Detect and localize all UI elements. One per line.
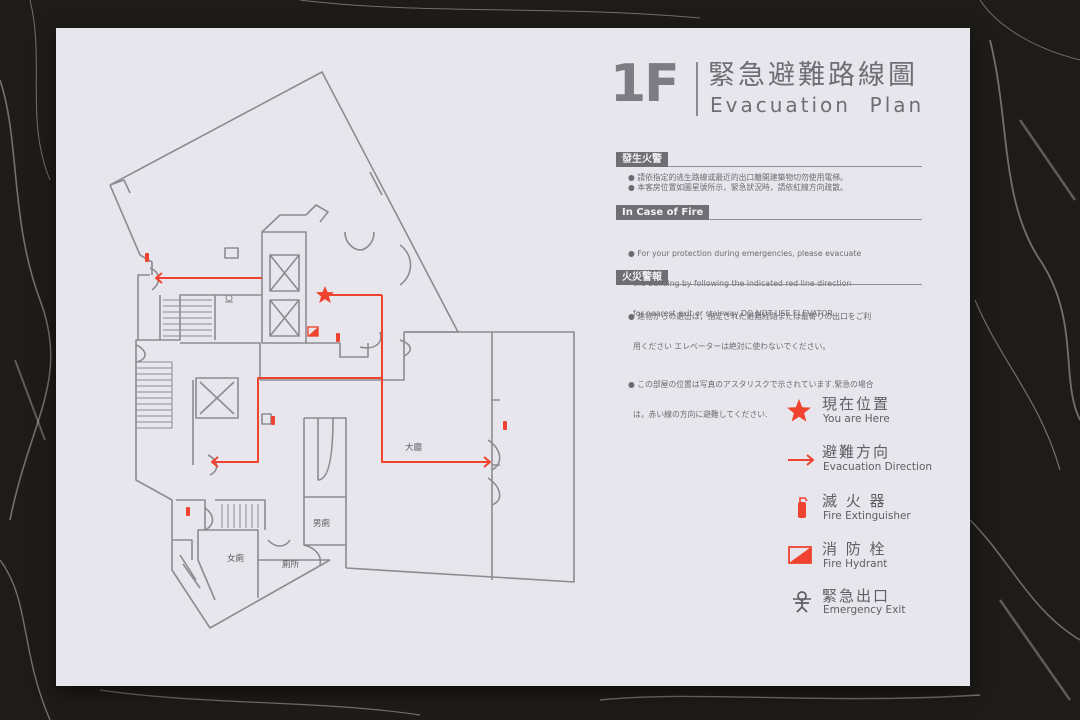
section-text-fire-zh: ● 請依指定的逃生路線或最近的出口離開建築物切勿使用電梯。 ● 本客房位置如圖星… <box>628 173 848 192</box>
legend-fire-hydrant-en: Fire Hydrant <box>823 558 888 570</box>
legend-you-are-here-en: You are Here <box>823 413 890 425</box>
title-chinese: 緊急避難路線圖 <box>708 60 918 91</box>
route-lobby-east <box>381 378 490 463</box>
legend-evacuation-direction-zh: 避難方向 <box>822 443 891 461</box>
plan-fire-extinguishers <box>145 253 507 516</box>
legend-you-are-here-zh: 現在位置 <box>822 395 891 413</box>
room-label-restroom: 廁所 <box>282 560 300 570</box>
title-divider <box>696 62 698 116</box>
plan-lower-staircase <box>221 504 259 528</box>
legend-fire-extinguisher-en: Fire Extinguisher <box>823 510 911 522</box>
star-icon <box>787 399 811 422</box>
legend-fire-extinguisher-zh: 滅 火 器 <box>822 492 887 510</box>
emergency-exit-icon <box>793 591 811 613</box>
plan-emergency-exit <box>225 294 233 303</box>
section-text-fire-en: ● For your protection during emergencies… <box>628 249 862 318</box>
evacuation-route <box>155 272 491 468</box>
room-label-lobby: 大廳 <box>405 443 423 453</box>
legend-evacuation-direction-en: Evacuation Direction <box>823 461 933 473</box>
room-label-womens-restroom: 女廁 <box>227 554 245 564</box>
fire-extinguisher-icon <box>798 497 808 518</box>
plan-you-are-here-star <box>316 286 334 303</box>
plan-west-wing-wall <box>135 274 331 629</box>
section-tag: 火災警報 <box>616 270 668 285</box>
section-header-fire-zh: 發生火警 <box>616 152 922 167</box>
section-header-fire-ja: 火災警報 <box>616 270 922 285</box>
plan-lobby-outline <box>345 331 575 583</box>
arrow-icon <box>788 454 815 466</box>
section-text-fire-ja: ● 建物からの避出は，指定された避難経路または最寄りの出口をご利 用ください エ… <box>628 312 874 419</box>
floor-number: 1F <box>610 54 680 114</box>
fire-hydrant-icon <box>788 546 812 564</box>
legend-emergency-exit-en: Emergency Exit <box>823 604 906 616</box>
section-tag: 發生火警 <box>616 152 668 167</box>
plan-upper-rotated-block <box>109 71 459 333</box>
plan-upper-staircase <box>163 299 212 337</box>
legend-emergency-exit-zh: 緊急出口 <box>822 587 891 605</box>
room-label-mens-restroom: 男廁 <box>313 519 331 529</box>
section-header-fire-en: In Case of Fire <box>616 205 922 220</box>
plan-west-staircase <box>136 361 173 429</box>
route-corridor-west <box>212 294 383 463</box>
legend-fire-hydrant-zh: 消 防 栓 <box>822 540 887 558</box>
plan-fire-hydrant <box>307 326 319 337</box>
title-english: Evacuation Plan <box>710 93 925 117</box>
section-tag: In Case of Fire <box>616 205 710 220</box>
evacuation-sign-panel <box>56 28 970 686</box>
